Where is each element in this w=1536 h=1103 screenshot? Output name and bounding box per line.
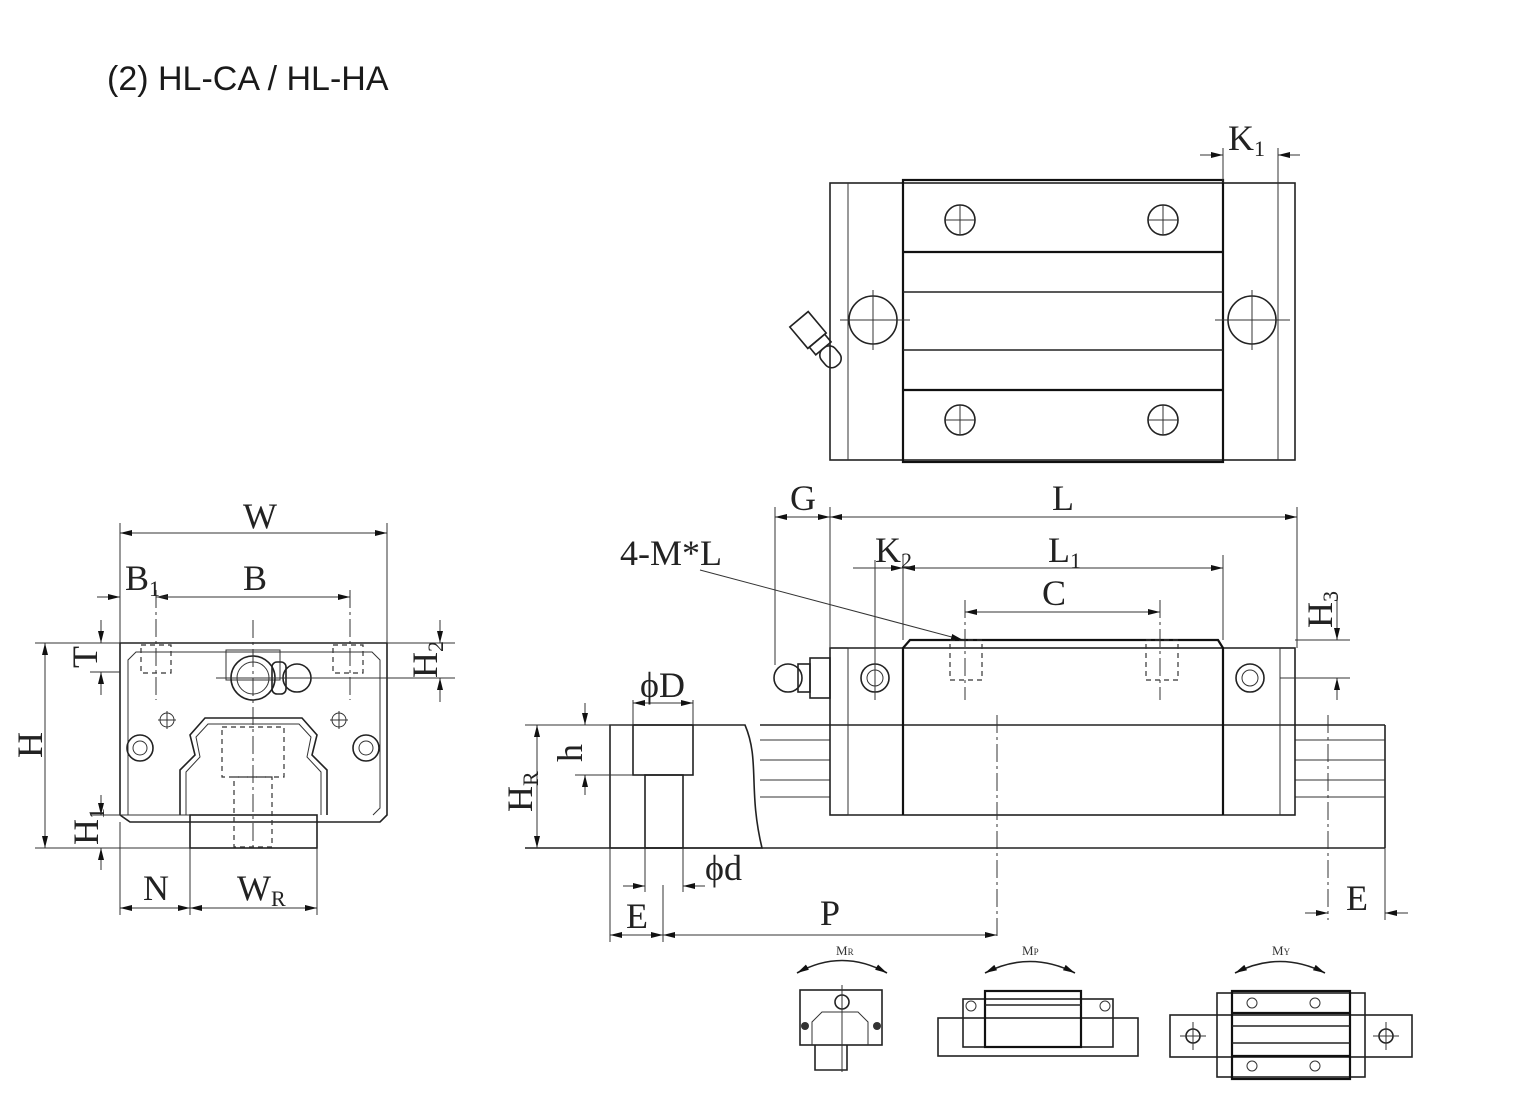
dimension-label-part: K — [1228, 118, 1254, 158]
reference-hole-icon — [126, 711, 380, 762]
end-seal-hole-icon — [840, 290, 1290, 350]
dimension-label-part: H — [1300, 602, 1340, 628]
dimension-label-part: 2 — [901, 548, 912, 573]
label-C: C — [1042, 573, 1066, 613]
moment-diagram-pitch: MP — [937, 943, 1139, 1057]
grease-nipple-icon — [225, 649, 312, 701]
dimension-label-part: 1 — [84, 808, 109, 819]
dimension-label-part: R — [518, 771, 543, 786]
label-H3: H3 — [1300, 591, 1343, 628]
dimension-label-part: M — [1272, 943, 1284, 958]
label-E-right: E — [1346, 878, 1368, 918]
label-WR: WR — [237, 868, 286, 911]
dimension-label-part: R — [271, 886, 286, 911]
dimension-label-part: W — [237, 868, 271, 908]
dimension-label-part: K — [875, 530, 901, 570]
label-N: N — [143, 868, 169, 908]
label-T: T — [65, 646, 105, 668]
label-P: P — [820, 893, 840, 933]
side-view: G L K2 L1 C 4-M*L H3 ϕD h HR — [500, 478, 1408, 942]
label-H1: H1 — [66, 808, 109, 845]
dimension-label-part: R — [848, 947, 854, 957]
label-phi-d: ϕd — [705, 848, 742, 888]
mounting-hole-icon — [944, 204, 1179, 436]
dimension-label-part: M — [1022, 943, 1034, 958]
dimension-label-part: 3 — [1318, 591, 1343, 602]
dimension-label-part: H — [500, 786, 540, 812]
label-HR: HR — [500, 771, 543, 812]
top-view: K1 — [788, 118, 1300, 464]
label-H2: H2 — [405, 641, 448, 678]
dimension-label-part: 2 — [423, 641, 448, 652]
dimension-label-part: 1 — [1254, 136, 1265, 161]
dimension-label-part: L — [1048, 530, 1070, 570]
dimension-label-part: Y — [1284, 947, 1291, 957]
dimension-label-part: MY — [1272, 943, 1291, 958]
dimension-label-part: H — [66, 819, 106, 845]
label-h: h — [550, 744, 590, 762]
label-H: H — [10, 732, 50, 758]
label-K2: K2 — [875, 530, 912, 573]
label-L: L — [1052, 478, 1074, 518]
label-K1: K1 — [1228, 118, 1265, 161]
grease-nipple-icon — [788, 310, 842, 369]
grease-nipple-icon — [773, 657, 831, 699]
dimension-label-part: M — [836, 943, 848, 958]
dimension-label-part: H — [405, 652, 445, 678]
dimension-label-part: 1 — [1070, 548, 1081, 573]
label-W: W — [243, 496, 277, 536]
label-G: G — [790, 478, 816, 518]
moment-diagram-roll: MR — [796, 943, 888, 1072]
dimension-label-part: MR — [836, 943, 854, 958]
label-L1: L1 — [1048, 530, 1081, 573]
dimension-label-part: P — [1034, 947, 1039, 957]
moment-diagram-yaw: MY — [1169, 943, 1413, 1081]
label-E-left: E — [626, 896, 648, 936]
label-4-M-L: 4-M*L — [620, 533, 722, 573]
label-B1: B1 — [125, 558, 160, 601]
label-B: B — [243, 558, 267, 598]
dimension-label-part: MP — [1022, 943, 1039, 958]
label-phi-D: ϕD — [640, 665, 685, 705]
drawing-title: (2) HL-CA / HL-HA — [107, 60, 389, 98]
dimension-label-part: B — [125, 558, 149, 598]
dimension-label-part: 1 — [149, 576, 160, 601]
end-view: W B1 B T H H2 H1 N WR — [10, 496, 455, 915]
